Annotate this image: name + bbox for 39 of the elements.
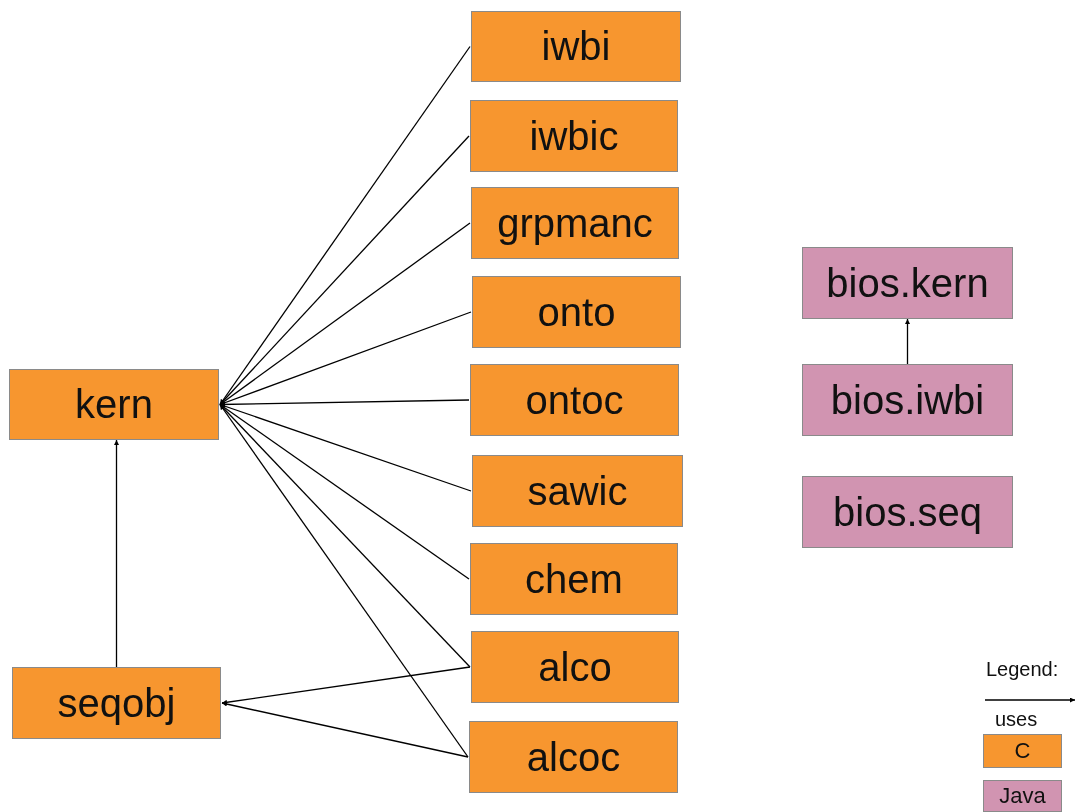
arrow <box>219 403 471 668</box>
module-box <box>802 364 1013 436</box>
module-box <box>471 631 679 703</box>
module-box <box>12 667 221 739</box>
arrow <box>905 318 910 365</box>
arrow <box>221 666 471 705</box>
arrow <box>219 45 471 406</box>
module-box <box>469 721 678 793</box>
legend-swatch: Java <box>983 780 1062 812</box>
module-name: iwbi <box>541 24 611 69</box>
module-name: bios.seq <box>833 489 982 535</box>
module-name: sawic <box>527 468 628 514</box>
module-box <box>472 276 681 348</box>
arrow <box>219 403 469 758</box>
module-box <box>470 543 678 615</box>
module-box <box>470 364 679 436</box>
legend-title: Legend: <box>986 658 1059 681</box>
module-name: iwbic <box>529 113 619 159</box>
module-box <box>472 455 683 527</box>
module-name: grpmanc <box>497 200 653 246</box>
legend-swatch: C <box>983 734 1062 768</box>
module-name: alco <box>538 644 612 690</box>
module-box <box>9 369 219 440</box>
module-box <box>802 247 1013 319</box>
module-name: kern <box>75 382 153 427</box>
module-name: alcoc <box>526 734 621 780</box>
module-name: bios.iwbi <box>830 377 985 423</box>
module-name: bios.kern <box>826 260 989 306</box>
module-box <box>802 476 1013 548</box>
module-name: chem <box>525 556 623 602</box>
arrow <box>114 439 119 668</box>
arrow <box>221 701 469 758</box>
module-box <box>470 100 678 172</box>
legend-text: uses <box>995 708 1038 731</box>
module-box <box>471 187 679 259</box>
module-name: seqobj <box>57 680 176 726</box>
module-name: onto <box>537 289 616 335</box>
module-box <box>471 11 681 82</box>
module-name: ontoc <box>525 377 624 423</box>
